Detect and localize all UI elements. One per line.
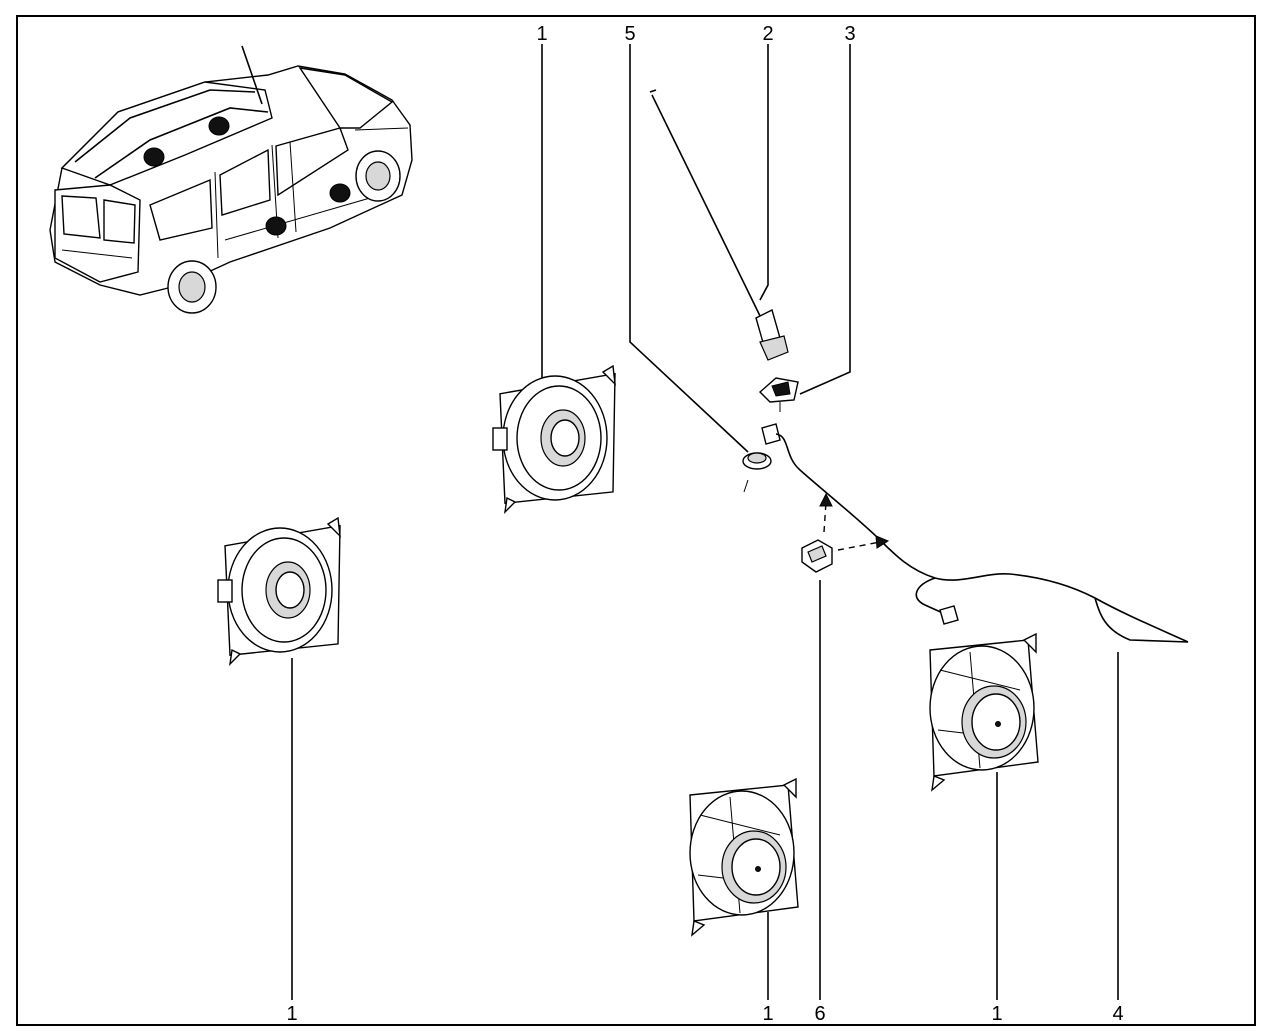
speaker-left xyxy=(217,517,341,665)
callout-labels: 1 5 2 3 1 1 6 1 4 xyxy=(286,23,1123,1025)
speaker-top xyxy=(492,365,616,513)
antenna-cable xyxy=(761,423,1189,643)
callout-speaker-left: 1 xyxy=(286,1003,297,1025)
callout-antenna-mast: 2 xyxy=(762,23,773,45)
leader-lines xyxy=(291,44,1119,1000)
speaker-bottom-center xyxy=(689,778,799,936)
grommet xyxy=(742,452,772,493)
antenna-base xyxy=(758,377,799,412)
callout-speaker-top: 1 xyxy=(536,23,547,45)
callout-grommet: 5 xyxy=(624,23,635,45)
callout-antenna-base: 3 xyxy=(844,23,855,45)
vehicle-illustration xyxy=(49,45,413,314)
speaker-bottom-right xyxy=(929,633,1039,791)
diagram-frame xyxy=(16,15,1256,1026)
callout-antenna-cable: 4 xyxy=(1112,1003,1123,1025)
callout-speaker-bottom-right: 1 xyxy=(991,1003,1002,1025)
callout-cable-clip: 6 xyxy=(814,1003,825,1025)
callout-speaker-bottom-center: 1 xyxy=(762,1003,773,1025)
antenna-mast xyxy=(649,89,789,361)
cable-clip xyxy=(801,492,890,573)
